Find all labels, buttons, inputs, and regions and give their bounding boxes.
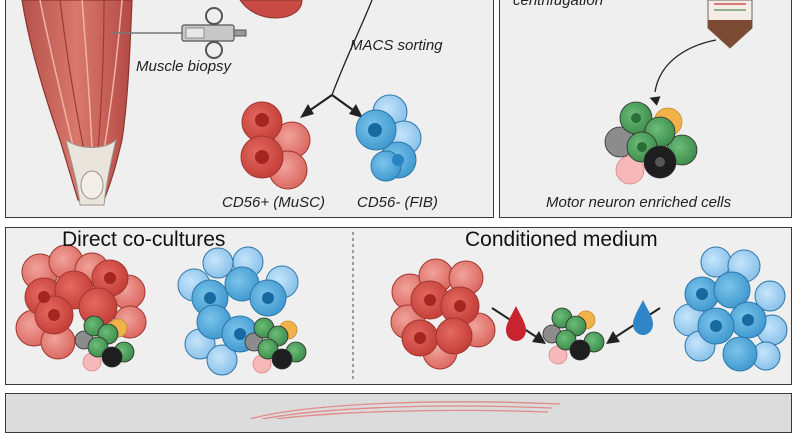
biopsy-tissue [239,0,303,19]
centrifuge-arrow [654,39,717,93]
conditioned-blue-cluster [673,246,788,372]
split-arrowhead-right [349,104,363,118]
macs-sorting-label: MACS sorting [350,37,443,54]
fib-label: CD56- (FIB) [357,194,438,211]
red-medium-drop [506,306,526,341]
syringe-illustration [112,7,247,59]
centrifuge-tube [707,0,753,49]
bottom-myotube-outline [249,401,561,419]
centrifuge-arrowhead [649,96,661,106]
centrifugation-label: centrifugation [513,0,604,9]
conditioned-red-cluster [390,258,496,370]
direct-cocultures-title: Direct co-cultures [62,228,226,251]
motor-neuron-cluster [604,101,698,185]
direct-blue-neuron-cluster [244,317,307,374]
direct-red-neuron-cluster [74,315,135,372]
direct-blue-cluster [177,246,299,376]
conditioned-neuron-cluster [542,307,605,365]
conditioned-medium-title: Conditioned medium [465,228,658,251]
diagram-artwork [15,0,788,419]
musc-cell-cluster [240,101,311,190]
blue-drop-arrowhead [606,331,620,344]
musc-label: CD56+ (MuSC) [222,194,325,211]
muscle-biopsy-label: Muscle biopsy [136,58,232,75]
direct-red-cluster [15,244,147,360]
red-drop-arrowhead [532,331,546,344]
leg-muscle-illustration [21,0,133,206]
sorting-arrow-line [331,0,373,96]
blue-medium-drop [633,300,653,335]
motor-neuron-label: Motor neuron enriched cells [546,194,732,211]
split-arrowhead-left [300,104,314,118]
fib-cell-cluster [355,94,422,182]
